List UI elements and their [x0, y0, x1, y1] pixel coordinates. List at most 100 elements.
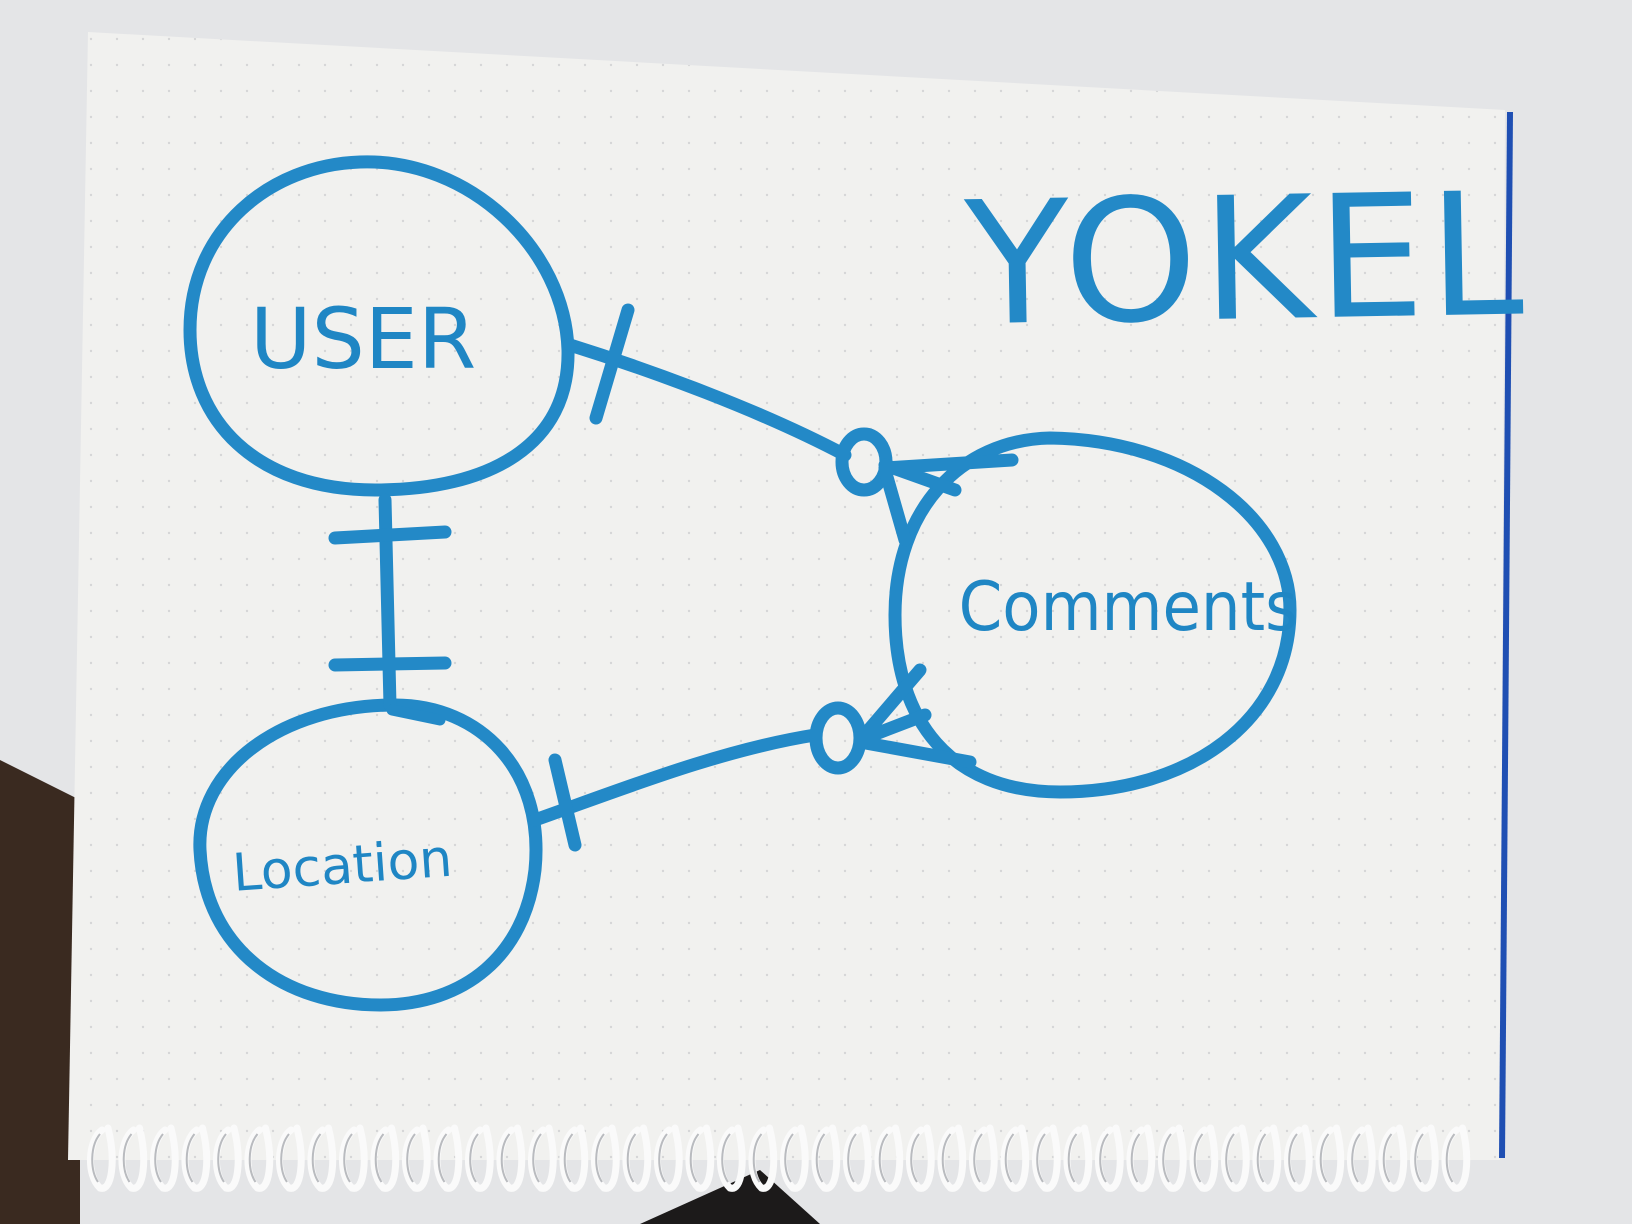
cardinality-one-bar — [548, 753, 582, 852]
spiral-coil-shadow — [784, 1133, 794, 1183]
cardinality-one-bar — [589, 303, 635, 425]
spiral-coil-shadow — [626, 1133, 637, 1183]
spiral-coil-shadow — [469, 1133, 479, 1183]
spiral-coil — [1000, 1124, 1030, 1192]
spiral-coil — [370, 1124, 400, 1192]
spiral-coil-shadow — [1225, 1133, 1235, 1183]
spiral-coil-shadow — [217, 1133, 227, 1183]
spiral-coil — [1409, 1124, 1439, 1192]
spiral-coil-shadow — [878, 1133, 889, 1183]
cardinality-many-crowsfoot — [878, 453, 1019, 547]
spiral-coil — [968, 1124, 998, 1192]
spiral-coil — [1189, 1124, 1219, 1192]
diagram-title: YOKEL — [963, 156, 1529, 364]
spiral-coil-shadow — [1162, 1133, 1172, 1183]
margin-line — [1499, 111, 1513, 1159]
spiral-coil-shadow — [847, 1133, 857, 1183]
spiral-coil — [1315, 1124, 1345, 1192]
spiral-coil-shadow — [154, 1133, 164, 1183]
shadow-bottom — [640, 1170, 820, 1224]
spiral-coil — [653, 1124, 683, 1192]
spiral-coil-shadow — [1130, 1133, 1141, 1183]
spiral-coil-shadow — [343, 1133, 353, 1183]
spiral-coil — [842, 1124, 872, 1192]
relation-location-comments — [528, 663, 977, 852]
spiral-coil-shadow — [689, 1133, 700, 1183]
spiral-coil-shadow — [815, 1133, 826, 1183]
spiral-coil-shadow — [1445, 1133, 1456, 1183]
spiral-coil — [1031, 1124, 1061, 1192]
spiral-coil-shadow — [185, 1133, 196, 1183]
spiral-coil-shadow — [1288, 1133, 1298, 1183]
spiral-coil — [338, 1124, 368, 1192]
relation-line — [563, 338, 852, 462]
spiral-coil-shadow — [1351, 1133, 1361, 1183]
spiral-coil-shadow — [910, 1133, 920, 1183]
spiral-coil — [622, 1124, 652, 1192]
entity-user-shape — [183, 155, 575, 497]
spiral-coil-shadow — [248, 1133, 259, 1183]
spiral-coil — [1220, 1124, 1250, 1192]
spiral-coil-shadow — [1319, 1133, 1330, 1183]
spiral-coil — [779, 1124, 809, 1192]
cardinality-many-crowsfoot — [853, 663, 977, 769]
entity-user: USER — [183, 155, 575, 497]
spiral-coil — [811, 1124, 841, 1192]
spiral-coil-shadow — [406, 1133, 416, 1183]
cardinality-one-bar — [328, 525, 452, 545]
spiral-coil — [86, 1124, 116, 1192]
spiral-coil — [748, 1124, 778, 1192]
spiral-coil-shadow — [752, 1133, 763, 1183]
spiral-coil-shadow — [532, 1133, 542, 1183]
wood-corner — [0, 760, 80, 1224]
spiral-coil — [307, 1124, 337, 1192]
spiral-coil-shadow — [1414, 1133, 1424, 1183]
spiral-coil — [1346, 1124, 1376, 1192]
spiral-coil — [590, 1124, 620, 1192]
spiral-coil — [433, 1124, 463, 1192]
spiral-coil — [401, 1124, 431, 1192]
connector-tick — [386, 704, 446, 726]
spiral-coil-shadow — [1193, 1133, 1204, 1183]
spiral-coil — [212, 1124, 242, 1192]
spiral-coil — [559, 1124, 589, 1192]
spiral-coil — [527, 1124, 557, 1192]
spiral-coil — [874, 1124, 904, 1192]
spiral-coil — [685, 1124, 715, 1192]
spiral-coil — [1094, 1124, 1124, 1192]
spiral-coil — [1252, 1124, 1282, 1192]
spiral-coil-shadow — [91, 1133, 101, 1183]
spiral-coil — [181, 1124, 211, 1192]
spiral-coil — [275, 1124, 305, 1192]
spiral-coil-shadow — [280, 1133, 290, 1183]
spiral-coil-shadow — [563, 1133, 574, 1183]
spiral-coil — [1441, 1124, 1471, 1192]
entity-location-shape — [193, 698, 543, 1012]
spiral-coil-shadow — [1256, 1133, 1267, 1183]
spiral-coil — [496, 1124, 526, 1192]
spiral-coil-shadow — [437, 1133, 448, 1183]
spiral-coil-shadow — [941, 1133, 952, 1183]
spiral-coil — [1126, 1124, 1156, 1192]
spiral-coil — [1378, 1124, 1408, 1192]
entity-comments-shape — [888, 431, 1297, 799]
entity-comments-label: Comments — [959, 568, 1298, 647]
spiral-coil-shadow — [721, 1133, 731, 1183]
spiral-coil-shadow — [374, 1133, 385, 1183]
spiral-coil-shadow — [1099, 1133, 1109, 1183]
notebook-page — [68, 32, 1513, 1160]
spiral-coil — [716, 1124, 746, 1192]
spiral-binding — [86, 1124, 1471, 1192]
spiral-coil-shadow — [1382, 1133, 1393, 1183]
entity-user-label: USER — [250, 290, 476, 388]
spiral-coil-shadow — [973, 1133, 983, 1183]
relation-user-location — [328, 493, 452, 726]
spiral-coil-shadow — [1036, 1133, 1046, 1183]
spiral-coil — [1157, 1124, 1187, 1192]
spiral-coil — [244, 1124, 274, 1192]
spiral-coil-shadow — [500, 1133, 511, 1183]
cardinality-one-bar — [328, 656, 452, 672]
spiral-coil — [937, 1124, 967, 1192]
